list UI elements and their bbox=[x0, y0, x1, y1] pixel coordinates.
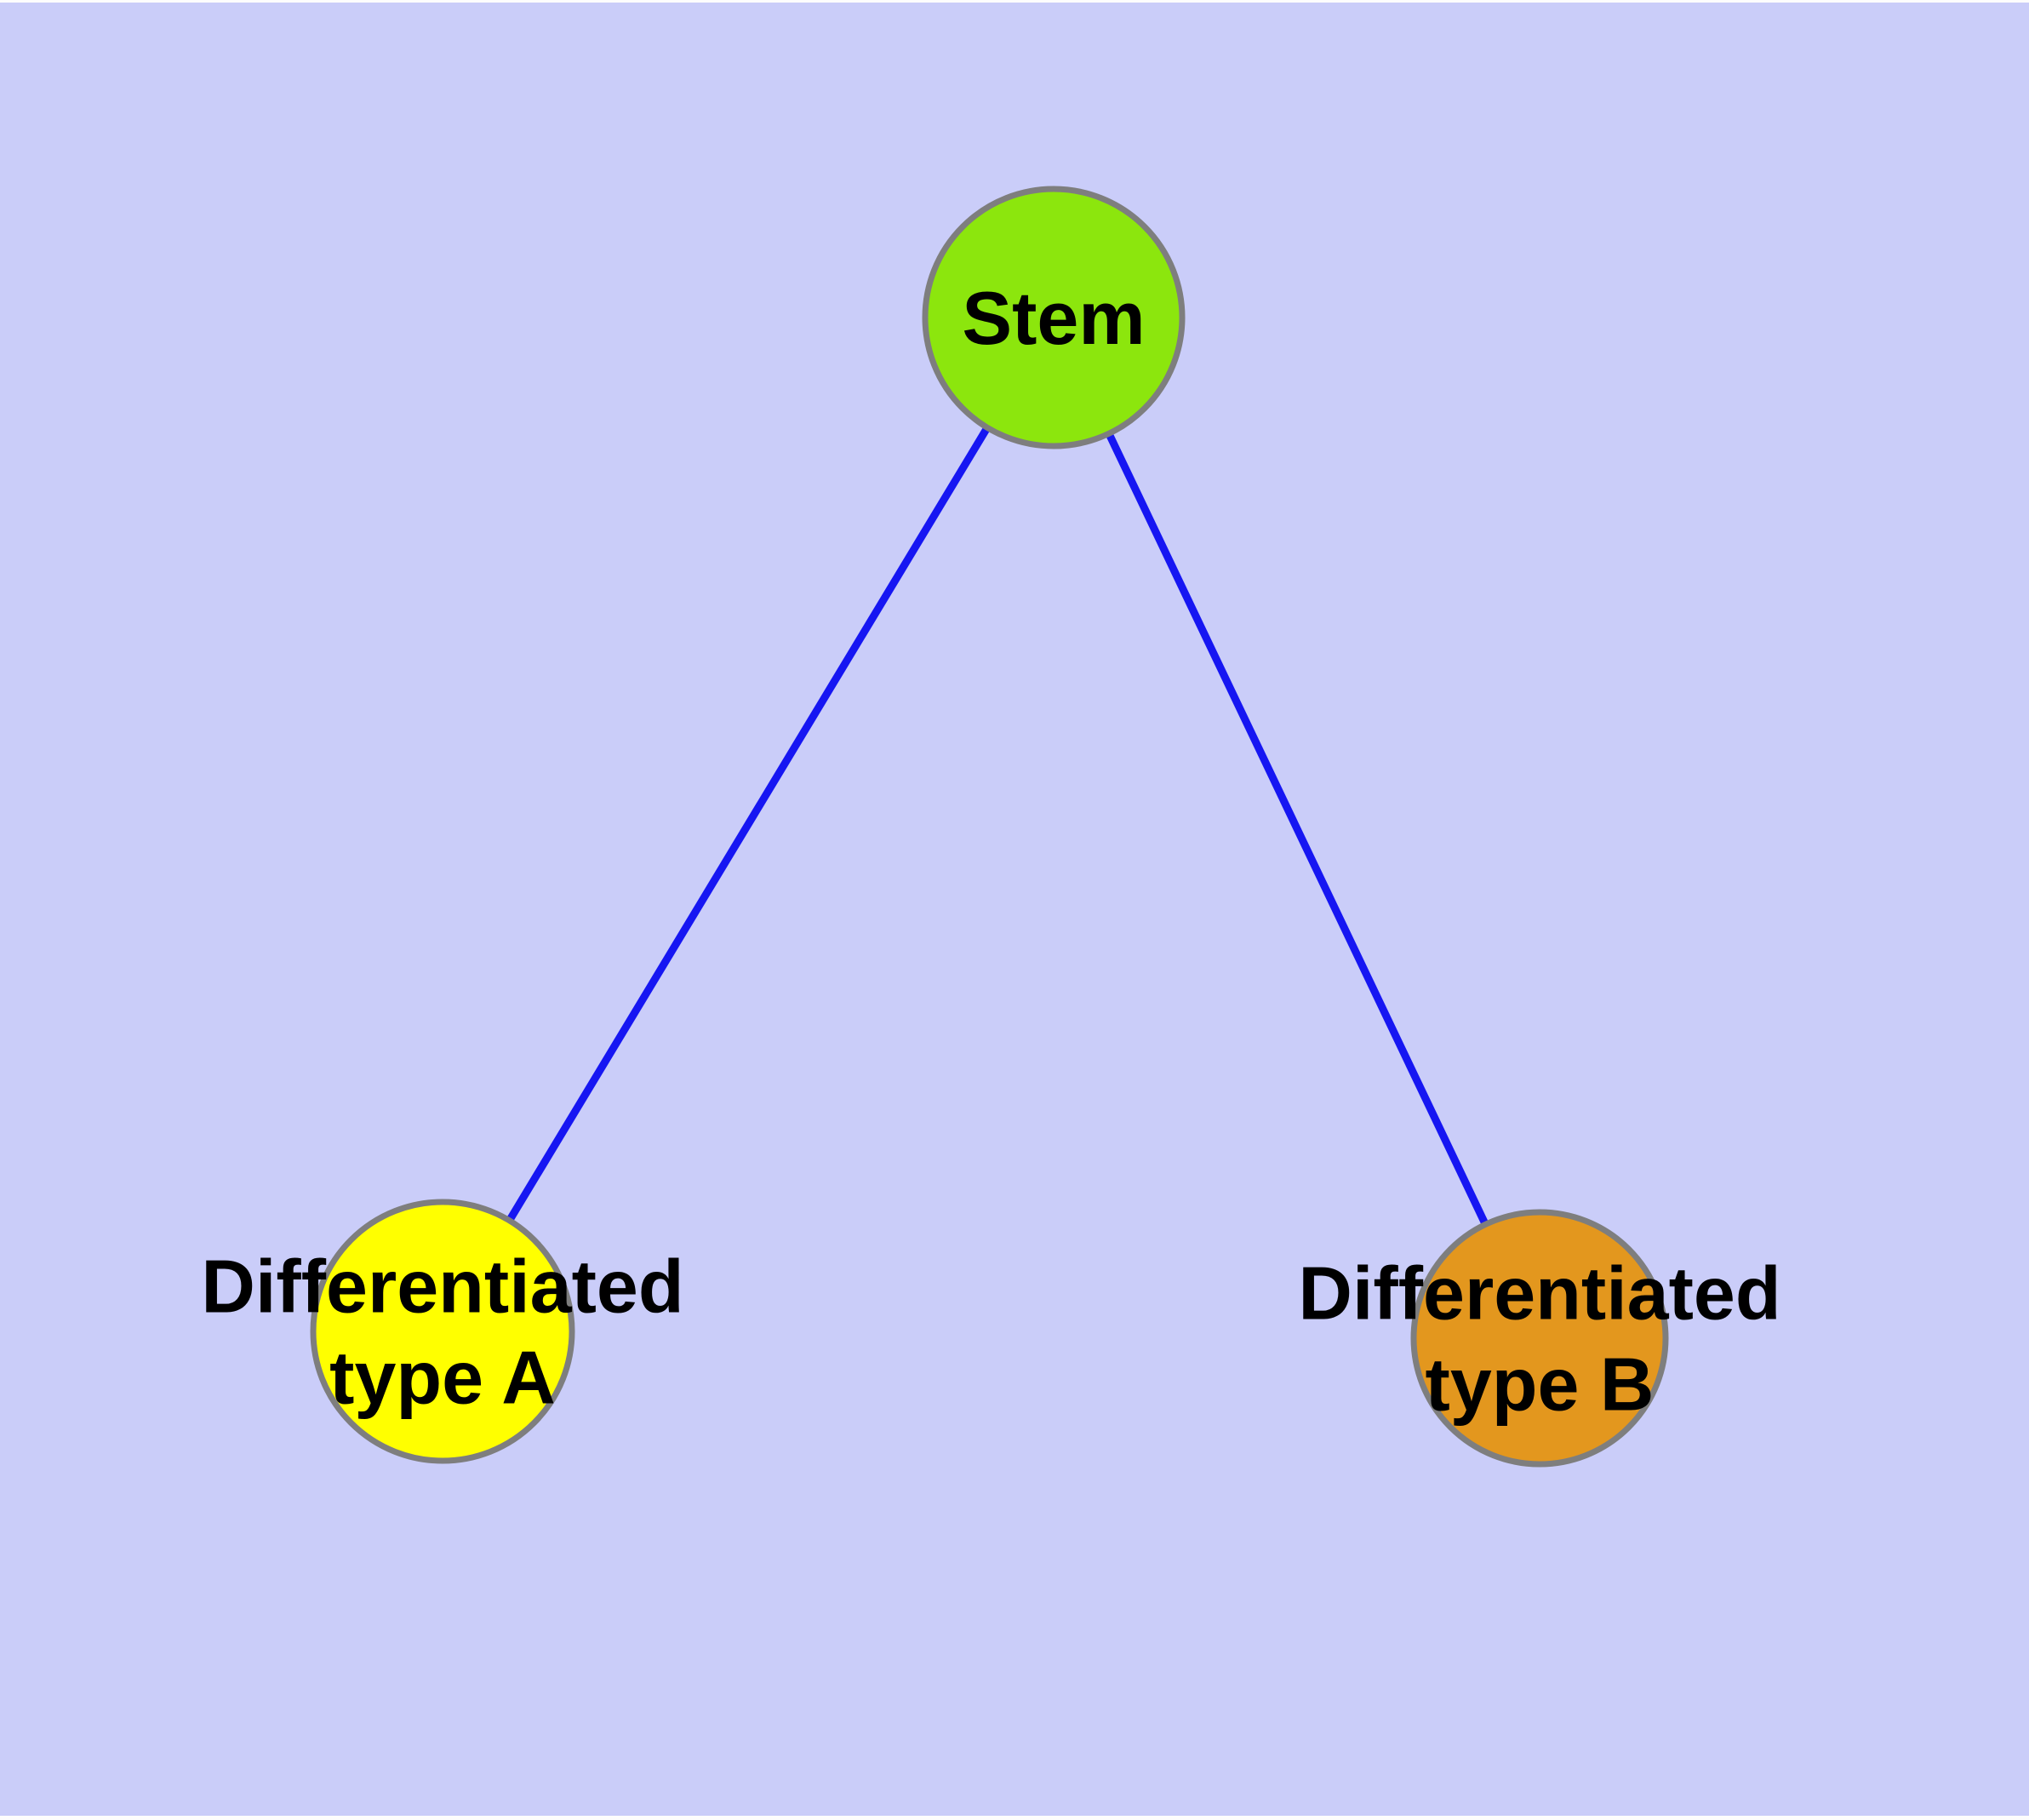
node-label-line: Stem bbox=[962, 276, 1145, 360]
node-label-line: type A bbox=[329, 1336, 556, 1420]
node-differentiated-type-a[interactable] bbox=[310, 1199, 575, 1464]
edge-stem-to-differentiated-type-b[interactable] bbox=[1049, 316, 1544, 1340]
bottom-border-strip bbox=[0, 1816, 2029, 1820]
edge-stem-to-differentiated-type-a[interactable] bbox=[439, 315, 1057, 1334]
node-stem[interactable] bbox=[922, 186, 1186, 449]
node-label-stem: Stem bbox=[962, 276, 1145, 360]
top-border-strip bbox=[0, 0, 2029, 3]
node-label-line: type B bbox=[1426, 1342, 1655, 1427]
node-label-line: Differentiated bbox=[1298, 1251, 1780, 1336]
node-label-line: Differentiated bbox=[201, 1245, 683, 1329]
node-differentiated-type-b[interactable] bbox=[1410, 1209, 1669, 1468]
